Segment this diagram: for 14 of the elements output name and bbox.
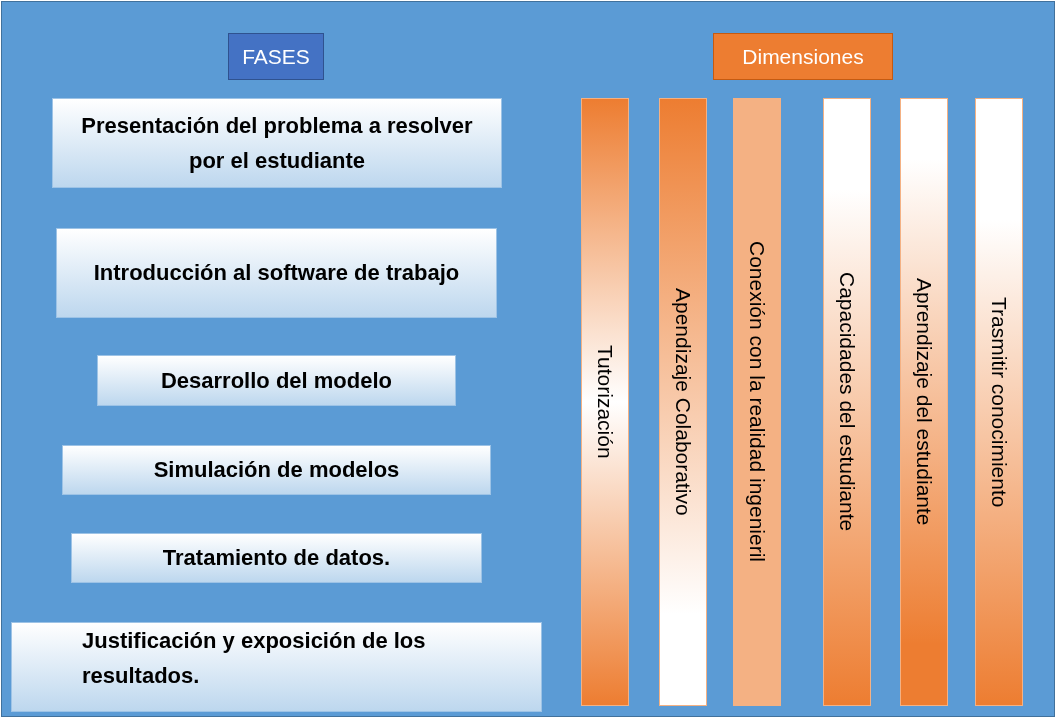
dimension-bar: Apendizaje Colaborativo — [659, 98, 707, 706]
phase-box: Simulación de modelos — [62, 445, 491, 495]
dimension-bar: Tutorización — [581, 98, 629, 706]
dimension-bar: Trasmitir conocimiento — [975, 98, 1023, 706]
header-box: Dimensiones — [713, 33, 893, 80]
phase-box: Presentación del problema a resolver por el estudiante — [52, 98, 502, 188]
phase-box: Tratamiento de datos. — [71, 533, 482, 583]
phase-box: Desarrollo del modelo — [97, 355, 456, 406]
phase-box: Introducción al software de trabajo — [56, 228, 497, 318]
phase-box: Justificación y exposición de los resultados. — [11, 622, 542, 712]
dimension-bar: Aprendizaje del estudiante — [900, 98, 948, 706]
header-box: FASES — [228, 33, 324, 80]
dimension-bar: Capacidades del estudiante — [823, 98, 871, 706]
dimension-bar: Conexión con la realidad ingenieril — [733, 98, 781, 706]
